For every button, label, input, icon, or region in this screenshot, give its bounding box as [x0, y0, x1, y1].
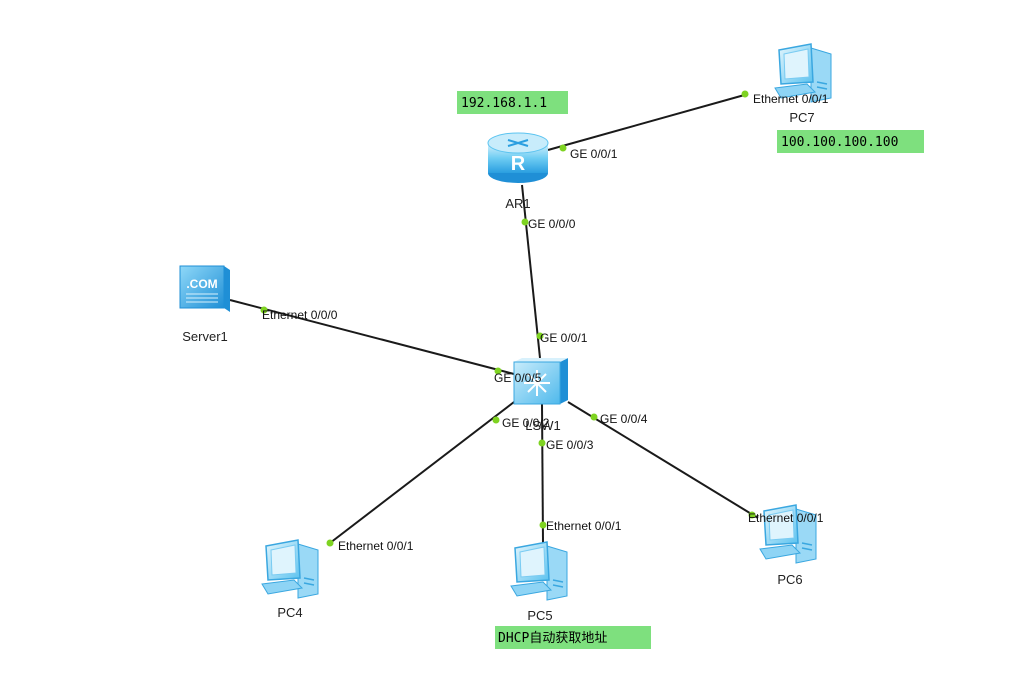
- port-label-lsw1: GE 0/0/5: [494, 371, 542, 385]
- note-ar1-ip-text: 192.168.1.1: [461, 96, 547, 111]
- note-pc7-ip: 100.100.100.100: [777, 130, 924, 153]
- link-ar1-pc7[interactable]: [547, 93, 749, 151]
- link-lsw1-pc4[interactable]: [329, 401, 515, 544]
- device-label-pc6: PC6: [777, 572, 802, 587]
- port-dot-lsw1[interactable]: [494, 367, 502, 375]
- note-pc5-prefix: DHCP: [498, 631, 529, 646]
- port-label-pc4: Ethernet 0/0/1: [338, 539, 414, 553]
- server-badge: .COM: [186, 277, 217, 291]
- port-label-pc7: Ethernet 0/0/1: [753, 92, 829, 106]
- port-label-lsw1: GE 0/0/4: [600, 412, 648, 426]
- note-pc5-cn: 自动获取地址: [529, 631, 607, 646]
- pc-icon: [510, 541, 568, 601]
- switch-icon: [513, 358, 568, 405]
- device-label-pc5: PC5: [527, 608, 552, 623]
- port-dot-server1[interactable]: [260, 306, 268, 314]
- note-pc5-dhcp: DHCP自动获取地址: [495, 626, 651, 649]
- router-icon: R: [487, 132, 549, 183]
- port-label-lsw1: GE 0/0/2: [502, 416, 550, 430]
- pc-pc5[interactable]: PC5: [510, 541, 568, 623]
- pc-icon: [261, 539, 319, 599]
- port-dot-ar1[interactable]: [521, 218, 529, 226]
- port-dot-lsw1[interactable]: [538, 439, 546, 447]
- pc-pc7[interactable]: PC7: [774, 43, 832, 125]
- device-label-pc7: PC7: [789, 110, 814, 125]
- device-label-pc4: PC4: [277, 605, 302, 620]
- note-pc7-ip-text: 100.100.100.100: [781, 135, 898, 150]
- port-label-ar1: GE 0/0/1: [570, 147, 618, 161]
- device-label-ar1: AR1: [505, 196, 530, 211]
- note-ar1-ip: 192.168.1.1: [457, 91, 568, 114]
- link-lsw1-pc6[interactable]: [567, 401, 759, 519]
- pc-pc6[interactable]: PC6: [759, 504, 817, 587]
- port-dot-pc4[interactable]: [326, 539, 334, 547]
- port-dot-pc7[interactable]: [741, 90, 749, 98]
- port-dot-pc5[interactable]: [539, 521, 547, 529]
- port-dot-ar1[interactable]: [559, 144, 567, 152]
- router-ar1[interactable]: R AR1: [487, 132, 549, 211]
- port-dot-pc6[interactable]: [748, 511, 756, 519]
- switch-lsw1[interactable]: LSW1: [513, 358, 568, 433]
- links-layer: [229, 93, 759, 544]
- port-dot-lsw1[interactable]: [590, 413, 598, 421]
- server-icon: .COM: [179, 265, 230, 312]
- note-pc5-dhcp-text: DHCP自动获取地址: [498, 631, 607, 646]
- port-label-ar1: GE 0/0/0: [528, 217, 576, 231]
- port-label-server1: Ethernet 0/0/0: [262, 308, 338, 322]
- link-lsw1-pc5[interactable]: [541, 403, 544, 544]
- port-label-pc5: Ethernet 0/0/1: [546, 519, 622, 533]
- link-server1-lsw1[interactable]: [229, 299, 515, 375]
- link-ar1-lsw1[interactable]: [521, 184, 541, 359]
- port-label-lsw1: GE 0/0/3: [546, 438, 594, 452]
- port-label-pc6: Ethernet 0/0/1: [748, 511, 824, 525]
- svg-text:R: R: [511, 153, 526, 175]
- port-dot-lsw1[interactable]: [536, 332, 544, 340]
- port-label-lsw1: GE 0/0/1: [540, 331, 588, 345]
- pc-pc4[interactable]: PC4: [261, 539, 319, 620]
- server-server1[interactable]: .COM Server1: [179, 265, 230, 344]
- port-dot-lsw1[interactable]: [492, 416, 500, 424]
- device-label-lsw1: LSW1: [525, 418, 560, 433]
- device-label-server1: Server1: [182, 329, 228, 344]
